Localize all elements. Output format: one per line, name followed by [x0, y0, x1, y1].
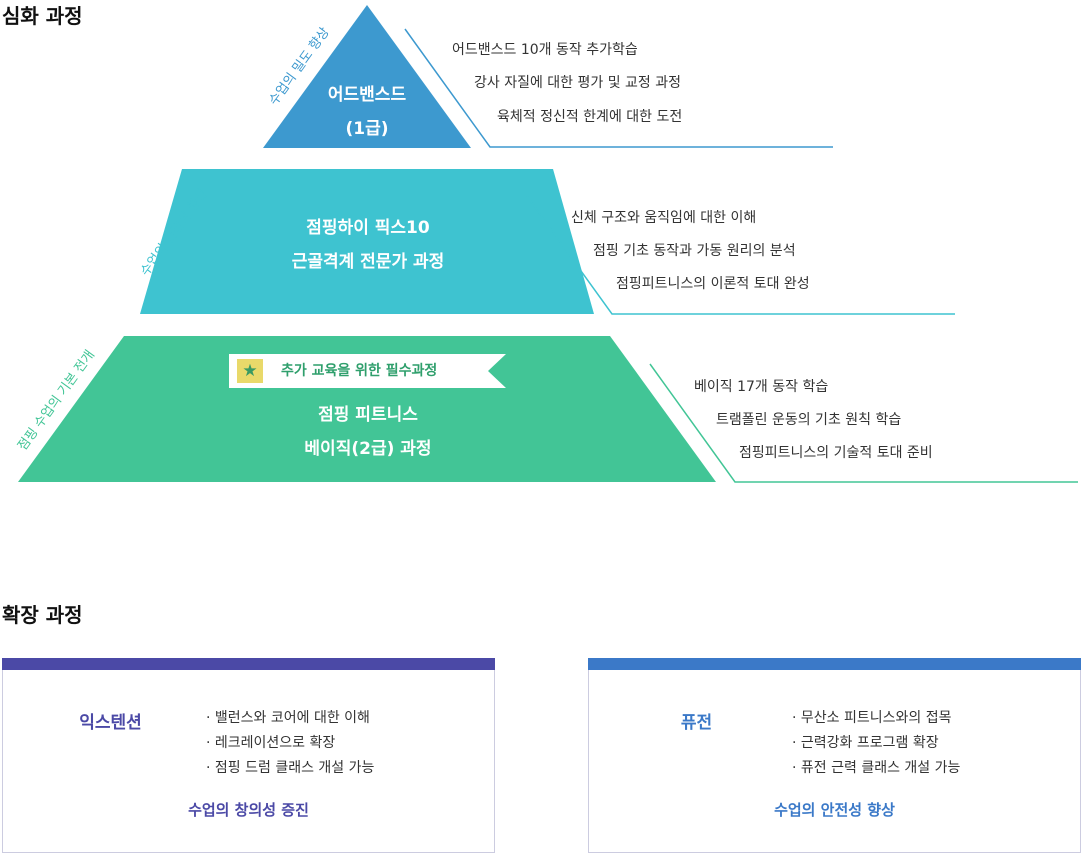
- card-extension-footer: 수업의 창의성 증진: [188, 801, 309, 819]
- card-extension: 익스텐션 · 밸런스와 코어에 대한 이해 · 레크레이션으로 확장 · 점핑 …: [2, 658, 495, 853]
- card-extension-list: · 밸런스와 코어에 대한 이해 · 레크레이션으로 확장 · 점핑 드럼 클래…: [206, 706, 374, 781]
- tier-basic-leader: [649, 363, 1078, 483]
- card-fusion-list: · 무산소 피트니스와의 접목 · 근력강화 프로그램 확장 · 퓨전 근력 클…: [792, 706, 960, 781]
- fix10-desc-2: 점핑 기초 동작과 가동 원리의 분석: [593, 243, 796, 259]
- list-item: · 점핑 드럼 클래스 개설 가능: [206, 760, 375, 776]
- tier-basic-line2: 베이직(2급) 과정: [304, 439, 432, 459]
- tier-fix10-label: 점핑하이 픽스10 근골격계 전문가 과정: [218, 211, 518, 279]
- tier-basic-label: 점핑 피트니스 베이직(2급) 과정: [218, 398, 518, 466]
- basic-desc-1: 베이직 17개 동작 학습: [694, 379, 829, 395]
- advanced-desc-1: 어드밴스드 10개 동작 추가학습: [452, 42, 638, 58]
- star-icon: ★: [237, 359, 263, 383]
- list-item: · 무산소 피트니스와의 접목: [792, 710, 952, 726]
- tier-fix10-line1: 점핑하이 픽스10: [306, 218, 430, 238]
- card-fusion-footer: 수업의 안전성 향상: [774, 801, 895, 819]
- tier-fix10-shape: [140, 169, 594, 314]
- tier-basic-line1: 점핑 피트니스: [318, 405, 418, 425]
- tier-fix10-leader: [526, 195, 955, 315]
- card-fusion: 퓨전 · 무산소 피트니스와의 접목 · 근력강화 프로그램 확장 · 퓨전 근…: [588, 658, 1081, 853]
- tier-advanced-line1: 어드밴스드: [327, 85, 407, 105]
- tier-advanced-shape: [263, 5, 471, 148]
- tier-advanced-leader: [404, 28, 833, 148]
- extension-section-title: 확장 과정: [2, 603, 83, 627]
- fix10-desc-3: 점핑피트니스의 이론적 토대 완성: [616, 276, 810, 292]
- ribbon-text: 추가 교육을 위한 필수과정: [281, 363, 438, 379]
- fix10-desc-1: 신체 구조와 움직임에 대한 이해: [571, 210, 757, 226]
- advanced-desc-3: 육체적 정신적 한계에 대한 도전: [497, 109, 683, 125]
- list-item: · 레크레이션으로 확장: [206, 735, 336, 751]
- tier-fix10-line2: 근골격계 전문가 과정: [291, 252, 445, 272]
- basic-desc-3: 점핑피트니스의 기술적 토대 준비: [739, 445, 933, 461]
- list-item: · 근력강화 프로그램 확장: [792, 735, 939, 751]
- card-extension-title: 익스텐션: [79, 713, 142, 733]
- card-extension-accent-bar: [2, 658, 495, 670]
- advanced-desc-2: 강사 자질에 대한 평가 및 교정 과정: [474, 75, 682, 91]
- basic-desc-2: 트램폴린 운동의 기초 원칙 학습: [716, 412, 902, 428]
- pyramid-diagram: [18, 5, 1078, 483]
- tier-advanced-label: 어드밴스드 (1급): [267, 78, 467, 146]
- tier-advanced-line2: (1급): [345, 119, 389, 139]
- required-course-ribbon: ★ 추가 교육을 위한 필수과정: [229, 354, 506, 388]
- card-fusion-accent-bar: [588, 658, 1081, 670]
- tier-basic-shape: [18, 336, 716, 482]
- card-fusion-title: 퓨전: [680, 713, 713, 733]
- advanced-section-title: 심화 과정: [2, 4, 83, 28]
- list-item: · 밸런스와 코어에 대한 이해: [206, 710, 370, 726]
- list-item: · 퓨전 근력 클래스 개설 가능: [792, 760, 961, 776]
